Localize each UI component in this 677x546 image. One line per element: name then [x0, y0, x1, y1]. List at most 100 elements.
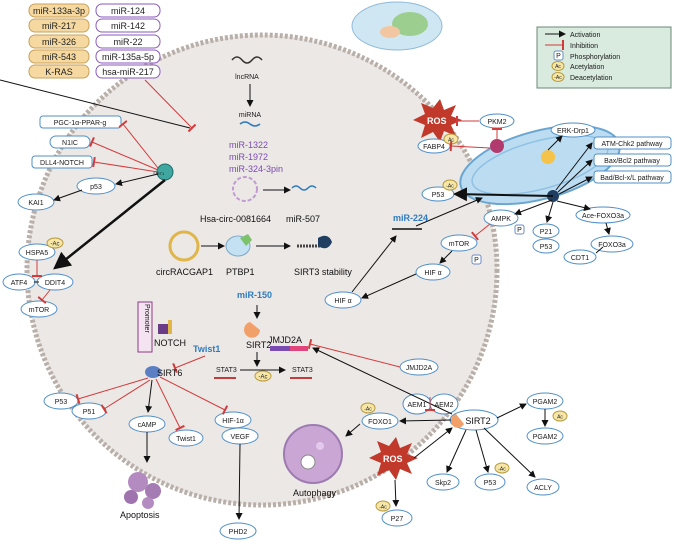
mirna-right-4: hsa-miR-217: [102, 67, 154, 77]
fabp4-ac-badge: Ac: [448, 138, 454, 144]
p53-mito-b-label: P53: [540, 244, 553, 251]
pgam2-a-label: PGAM2: [533, 399, 558, 406]
p53b-ac-badge: -Ac: [498, 467, 506, 473]
vegf-label: VEGF: [230, 434, 249, 441]
stat3-ac-badge: -Ac: [259, 375, 268, 381]
stat3-a-label: STAT3: [216, 367, 237, 374]
mir150-label: miR-150: [237, 290, 272, 300]
apoptosis-label: Apoptosis: [120, 510, 160, 520]
notch-label: NOTCH: [154, 338, 186, 348]
hif-bottom-label: HIF-1α: [222, 418, 244, 425]
legend-inhibition: Inhibition: [570, 43, 598, 50]
sirt6-label: SIRT6: [157, 368, 182, 378]
legend-activation: Activation: [570, 32, 600, 39]
mirna-right-group: miR-124 miR-142 miR-22 miR-135a-5p hsa-m…: [95, 3, 161, 79]
sirt2-bottom-label: SIRT2: [465, 416, 490, 426]
ros-bottom-label: ROS: [383, 454, 403, 464]
mirna-left-2: miR-326: [42, 37, 76, 47]
phd2-label: PHD2: [229, 529, 248, 536]
mir1322-label: miR-1322: [229, 140, 268, 150]
mirna-left-0: miR-133a-3p: [33, 6, 85, 16]
mirna-label: miRNA: [239, 112, 261, 119]
mirna-right-2: miR-22: [113, 37, 142, 47]
p51-label: P51: [83, 409, 96, 416]
ampk-label: AMPK: [491, 216, 511, 223]
ampk-p-badge: P: [517, 227, 522, 234]
mtor-p-badge: P: [474, 257, 479, 264]
circ-label: Hsa-circ-0081664: [200, 214, 271, 224]
apoptosis-icon: [124, 472, 161, 509]
sirt3-stability-label: SIRT3 stability: [294, 267, 352, 277]
p27-ac-badge: -Ac: [379, 505, 387, 511]
fabp4-label: FABP4: [423, 144, 445, 151]
legend-acetylation: Acetylation: [570, 64, 604, 71]
foxo1-ac-badge: -Ac: [364, 407, 372, 413]
p27-label: P27: [391, 516, 404, 523]
ros-burst-top: [413, 99, 462, 142]
mirna-right-0: miR-124: [111, 6, 145, 16]
acefoxo-label: Ace-FOXO3a: [582, 213, 624, 220]
mito-node-group: PKM2 ERK-Drp1 FABP4 Ac ATM-Chk2 pathway …: [324, 113, 672, 309]
lncrna-label: lncRNA: [235, 74, 259, 81]
mirna-left-3: miR-543: [42, 52, 76, 62]
pgc-label: PGC-1α-PPAR-g: [54, 120, 107, 127]
foxo1-label: FOXO1: [368, 419, 392, 426]
jmjd2a-bottom-label: JMJD2A: [406, 365, 433, 372]
camp-label: cAMP: [138, 422, 157, 429]
circ-block: Hsa-circ-0081664 miR-507: [200, 176, 320, 224]
left-node-group: PGC-1α-PPAR-g N1IC DLL4-NOTCH p53 KAI1 H…: [2, 115, 122, 318]
aem2-label: AEM2: [434, 402, 453, 409]
legend-phosphorylation: Phosphorylation: [570, 54, 620, 61]
organelle-icon: [351, 1, 443, 51]
dll4-label: DLL4-NOTCH: [40, 160, 84, 167]
p21-label: P21: [540, 229, 553, 236]
mtor-left-label: mTOR: [29, 307, 49, 314]
racgap-block: circRACGAP1 PTBP1 SIRT3 stability: [156, 230, 352, 277]
mirna-left-4: K-RAS: [45, 67, 73, 77]
pgam2-b-label: PGAM2: [533, 434, 558, 441]
sirt2-center-label: SIRT2: [246, 340, 271, 350]
mir507-label: miR-507: [286, 214, 320, 224]
legend-ac-symbol: Ac: [555, 64, 561, 70]
racgap-label: circRACGAP1: [156, 267, 213, 277]
mir150-block: miR-150 SIRT2 STAT3 -Ac STAT3 JMJD2A: [214, 290, 313, 382]
cell-membrane: [24, 32, 500, 508]
ddit4-label: DDIT4: [45, 280, 65, 287]
p53-left-label: p53: [90, 184, 102, 191]
hif2-label: HIF α: [334, 298, 351, 305]
pkm2-label: PKM2: [487, 119, 506, 126]
stat3-b-label: STAT3: [292, 367, 313, 374]
sirt1-label: SIRT1: [153, 171, 165, 176]
acly-label: ACLY: [534, 485, 552, 492]
atf4-label: ATF4: [11, 280, 28, 287]
erk-label: ERK-Drp1: [557, 128, 589, 135]
mirna-left-group: miR-133a-3p miR-217 miR-326 miR-543 K-RA…: [28, 3, 90, 79]
twist1-bottom-label: Twist1: [176, 436, 196, 443]
mirna-left-1: miR-217: [42, 21, 76, 31]
hspa5-label: HSPA5: [26, 250, 49, 257]
p53-mito-ac-badge: -Ac: [446, 184, 454, 190]
p53-mito-label: P53: [432, 192, 445, 199]
cdt1-label: CDT1: [571, 255, 589, 262]
twist1-center-label: Twist1: [193, 344, 220, 354]
n1ic-label: N1IC: [62, 140, 78, 147]
aem1-label: AEM1: [407, 402, 426, 409]
p53-bottom-b-label: P53: [484, 480, 497, 487]
hspa5-ac-badge: -Ac: [51, 242, 60, 248]
atm-label: ATM-Chk2 pathway: [602, 141, 663, 148]
ros-top-label: ROS: [427, 116, 447, 126]
autophagy-icon: [283, 424, 343, 484]
mir224-label: miR-224: [393, 213, 428, 223]
mirna-right-1: miR-142: [111, 21, 145, 31]
autophagy-label: Autophagy: [293, 488, 337, 498]
foxo3a-label: FOXO3a: [598, 242, 626, 249]
mirna-right-3: miR-135a-5p: [102, 52, 154, 62]
lncrna-block: lncRNA miRNA miR-1322 miR-1972 miR-324-3…: [229, 56, 283, 174]
mtor-mito-label: mTOR: [449, 241, 469, 248]
legend-p-symbol: P: [556, 53, 561, 60]
legend-dac-symbol: -Ac: [554, 75, 562, 81]
kai1-label: KAI1: [28, 200, 43, 207]
p53-bottom-label: P53: [55, 399, 68, 406]
skp2-label: Skp2: [435, 480, 451, 487]
